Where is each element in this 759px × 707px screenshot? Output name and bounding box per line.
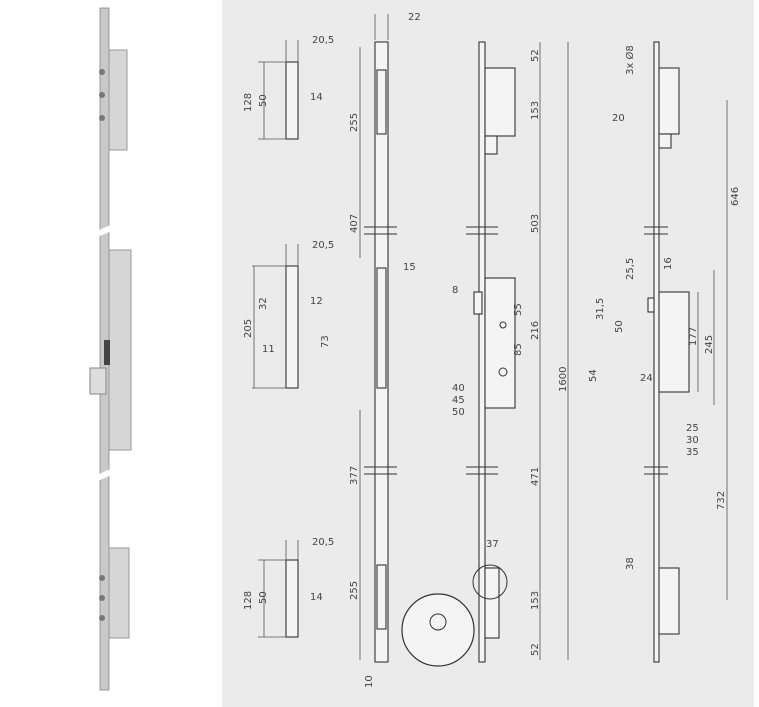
dim-label: 85 xyxy=(513,343,524,356)
dim-label: 15 xyxy=(403,262,416,273)
lock-side-view xyxy=(401,41,569,667)
dim-label: 503 xyxy=(530,214,541,233)
dim-label: 16 xyxy=(663,257,674,270)
dim-label: 54 xyxy=(588,369,599,382)
dim-label: 12 xyxy=(310,296,323,307)
dim-label: 20,5 xyxy=(312,35,334,46)
dim-label: 20,5 xyxy=(312,240,334,251)
dim-label: 25,5 xyxy=(625,258,636,280)
dim-label: 205 xyxy=(243,319,254,338)
dim-label: 14 xyxy=(310,592,323,603)
dim-label: 177 xyxy=(688,327,699,346)
dim-label: 153 xyxy=(530,101,541,120)
product-photo xyxy=(66,7,152,691)
dim-label: 245 xyxy=(704,335,715,354)
dim-label: 377 xyxy=(349,466,360,485)
dim-label: 40 xyxy=(452,383,465,394)
photo-bottom-case xyxy=(108,547,130,639)
photo-main-case xyxy=(108,249,132,451)
dim-label: 52 xyxy=(530,49,541,62)
dim-label: 50 xyxy=(258,94,269,107)
strike-plate-bottom xyxy=(258,540,299,638)
dim-label: 8 xyxy=(452,285,458,296)
dim-label: 14 xyxy=(310,92,323,103)
dim-label: 20 xyxy=(612,113,625,124)
dim-label: 45 xyxy=(452,395,465,406)
dim-label: 50 xyxy=(452,407,465,418)
photo-top-case xyxy=(108,49,128,151)
dim-label: 55 xyxy=(513,303,524,316)
dim-label: 31,5 xyxy=(595,298,606,320)
dim-label: 25 xyxy=(686,423,699,434)
dim-label: 20,5 xyxy=(312,537,334,548)
dim-label: 38 xyxy=(625,557,636,570)
dim-label: 10 xyxy=(364,675,375,688)
dim-label: 1600 xyxy=(558,367,569,392)
dim-label: 3x Ø8 xyxy=(624,45,636,75)
rail-front-view xyxy=(359,14,397,663)
dim-label: 30 xyxy=(686,435,699,446)
dim-label: 50 xyxy=(258,591,269,604)
dim-label: 37 xyxy=(486,539,499,550)
dim-label: 24 xyxy=(640,373,653,384)
dim-label: 255 xyxy=(349,113,360,132)
dim-label: 128 xyxy=(243,591,254,610)
dim-label: 216 xyxy=(530,321,541,340)
dim-label: 255 xyxy=(349,581,360,600)
dim-label: 407 xyxy=(349,214,360,233)
strike-plate-top xyxy=(258,40,299,140)
gear-icon xyxy=(429,613,447,631)
dim-label: 52 xyxy=(530,643,541,656)
dim-label: 153 xyxy=(530,591,541,610)
strike-plate-middle xyxy=(252,244,299,389)
dim-label: 22 xyxy=(408,12,421,23)
lock-profile-view xyxy=(644,41,728,663)
dim-label: 50 xyxy=(614,320,625,333)
dim-label: 128 xyxy=(243,93,254,112)
dim-label: 73 xyxy=(320,335,331,348)
dim-label: 32 xyxy=(258,297,269,310)
photo-latch xyxy=(89,367,107,395)
dim-label: 732 xyxy=(716,491,727,510)
dim-label: 11 xyxy=(262,344,275,355)
dim-label: 35 xyxy=(686,447,699,458)
dim-label: 646 xyxy=(730,187,741,206)
dim-label: 471 xyxy=(530,467,541,486)
